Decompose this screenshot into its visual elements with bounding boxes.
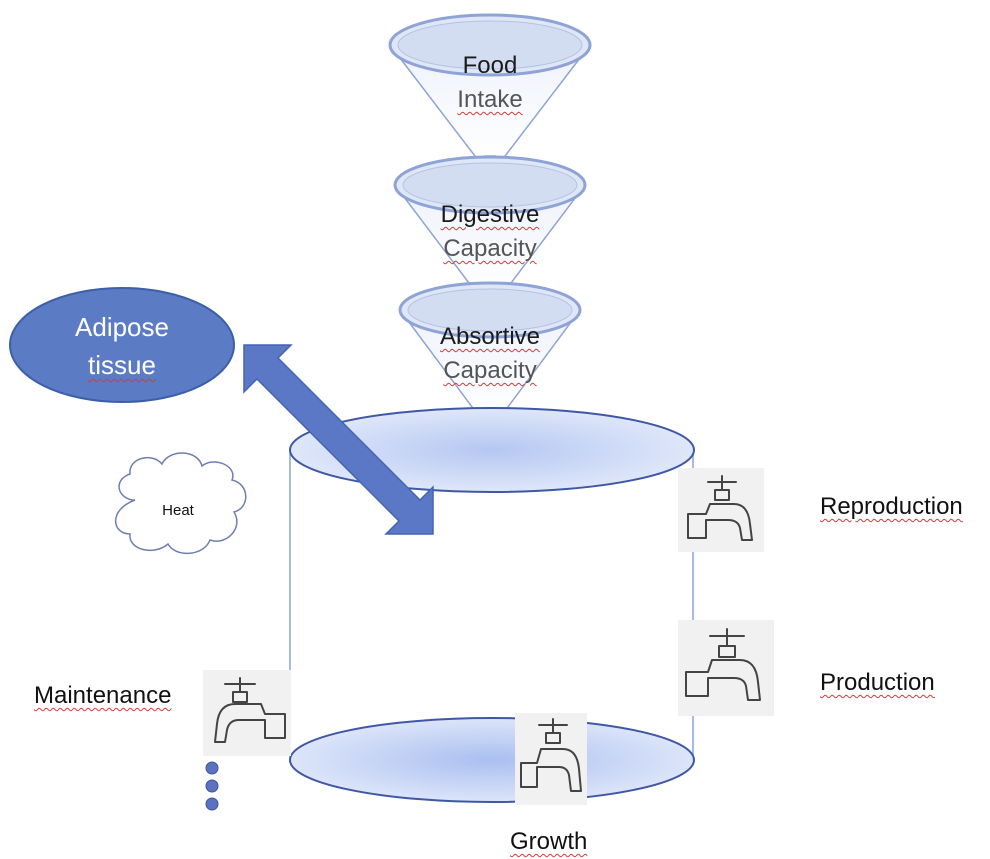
double-arrow-icon [243, 344, 434, 535]
growth-label: Growth [510, 828, 588, 855]
faucet-reproduction [678, 468, 764, 552]
production-label: Production [820, 669, 935, 696]
funnel-food-intake [388, 13, 592, 176]
funnel-food-label: Food [462, 52, 518, 79]
more-outputs-dots [205, 761, 219, 811]
adipose-label-line2: tissue [88, 350, 156, 380]
funnel-capacity-label-1: Capacity [443, 235, 537, 262]
faucet-production [678, 620, 774, 716]
adipose-tissue-node [9, 287, 235, 403]
funnel-absortive-capacity [398, 281, 582, 437]
adipose-label-line2-wrap: tissue [22, 346, 222, 384]
faucet-growth [515, 713, 587, 805]
funnel-intake-label: Intake [457, 86, 523, 113]
faucet-icon [685, 628, 761, 701]
faucet-maintenance [203, 670, 291, 756]
reproduction-label: Reproduction [820, 493, 963, 520]
adipose-label-line1: Adipose [75, 312, 169, 342]
faucet-icon [687, 475, 753, 541]
faucet-icon [520, 718, 582, 792]
funnel-absortive-label: Absortive [439, 323, 541, 350]
heat-cloud-icon [115, 452, 247, 554]
maintenance-label: Maintenance [34, 682, 172, 709]
funnel-capacity-label-2: Capacity [443, 357, 537, 384]
faucet-icon [214, 677, 286, 743]
funnel-digestive-label: Digestive [440, 201, 540, 228]
heat-label: Heat [162, 502, 194, 519]
